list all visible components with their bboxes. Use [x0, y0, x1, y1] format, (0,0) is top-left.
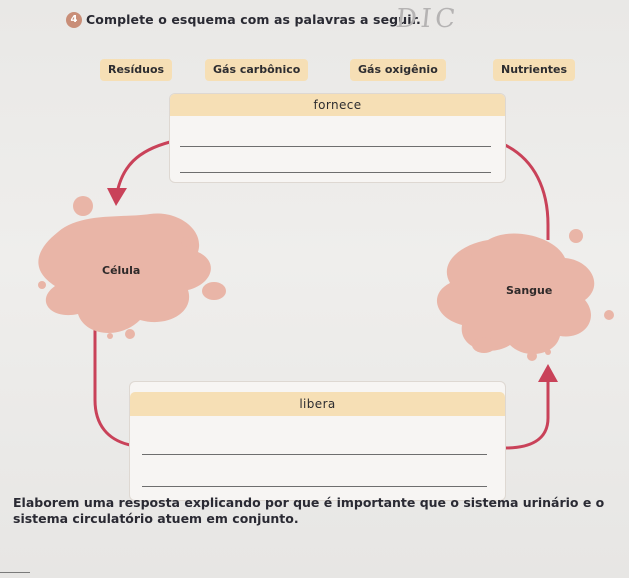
- cell-splash: [38, 196, 226, 339]
- word-bank-item: Resíduos: [100, 59, 173, 81]
- bottom-answer-card: libera: [130, 382, 505, 500]
- blood-label: Sangue: [506, 284, 553, 297]
- cycle-arrow-lower-right: [504, 375, 550, 450]
- cycle-arrow-right: [504, 143, 550, 240]
- answer-line[interactable]: [180, 172, 491, 173]
- word-bank-item: Gás oxigênio: [350, 59, 446, 81]
- answer-line[interactable]: [0, 572, 30, 573]
- word-bank-item: Nutrientes: [493, 59, 576, 81]
- blood-splash: [436, 229, 614, 361]
- word-bank-item: Gás carbônico: [205, 59, 309, 81]
- top-answer-card: fornece: [170, 94, 505, 182]
- cycle-arrow-lower-left: [93, 330, 131, 447]
- arrowhead-up-icon: [538, 364, 558, 382]
- question-instruction: Complete o esquema com as palavras a seg…: [86, 12, 421, 27]
- question-number-badge: 4: [66, 12, 82, 28]
- answer-line[interactable]: [180, 146, 491, 147]
- answer-line[interactable]: [142, 454, 487, 455]
- bottom-card-title: libera: [130, 392, 505, 416]
- answer-line[interactable]: [142, 486, 487, 487]
- top-card-title: fornece: [170, 94, 505, 116]
- cell-label: Célula: [102, 264, 141, 277]
- arrowhead-down-icon: [107, 188, 127, 206]
- followup-question: Elaborem uma resposta explicando por que…: [13, 495, 605, 526]
